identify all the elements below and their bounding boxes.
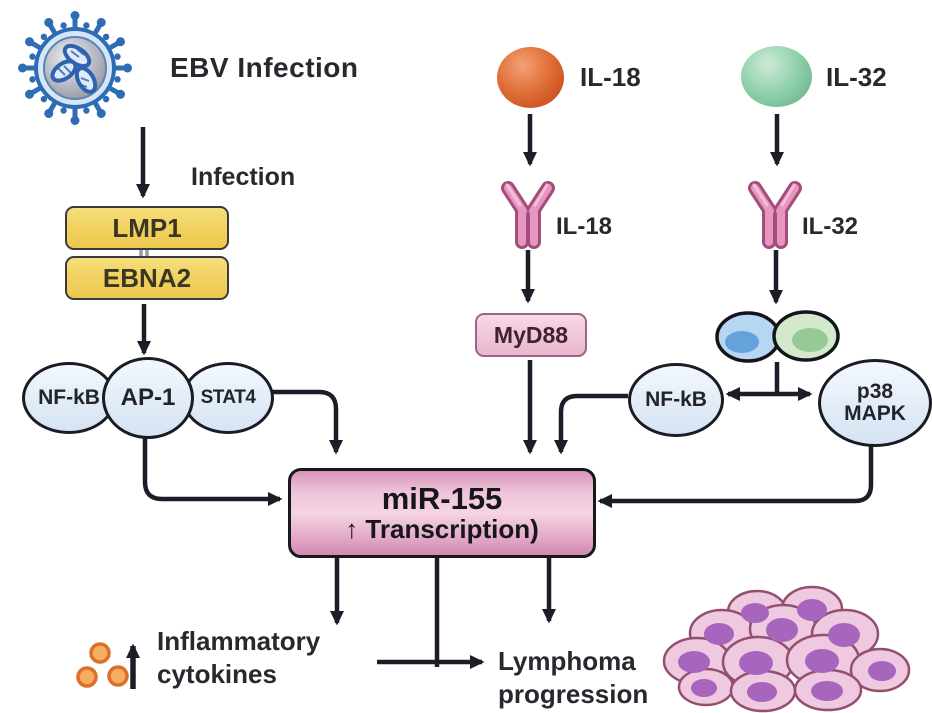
stat4-node: STAT4 (182, 362, 274, 434)
p38-line1: p38 (856, 379, 894, 403)
cell-pair-icon (715, 310, 840, 363)
p38-line2: MAPK (844, 402, 906, 425)
il32-receptor-icon (754, 185, 795, 242)
arrow-ap1-to-hub (142, 433, 283, 506)
nfkb-left-node: NF-kB (22, 362, 116, 434)
mir155-hub-node: miR-155 ↑ Transcription) (288, 468, 596, 558)
nfkb-right-node: NF-kB (628, 363, 724, 437)
inflammatory-line2: cytokines (157, 658, 277, 689)
p38-mapk-node: p38 MAPK (818, 359, 932, 447)
cytokine-dots-icon (76, 642, 129, 688)
mir155-title: miR-155 (381, 481, 503, 517)
il18-ligand-icon (497, 47, 564, 108)
lmp1-node: LMP1 (65, 206, 229, 250)
il18-receptor-icon (507, 185, 548, 242)
tumor-cell-cluster-icon (662, 585, 911, 713)
ebv-infection-title: EBV Infection (170, 52, 359, 83)
arrow-nfkb-to-hub (554, 393, 628, 455)
pathway-arrows (136, 114, 874, 669)
myd88-node: MyD88 (475, 313, 587, 357)
lymphoma-progression-label: Lymphoma progression (498, 645, 648, 711)
inflammatory-line1: Inflammatory (157, 626, 321, 656)
arrow-p38-to-hub (597, 442, 874, 508)
il32-ligand-icon (741, 46, 812, 107)
arrow-stat4-to-hub (269, 389, 343, 455)
mir155-subtitle: ↑ Transcription) (345, 514, 539, 545)
il32-receptor-label: IL-32 (802, 213, 859, 240)
ebna2-node: EBNA2 (65, 256, 229, 300)
infection-arrow-label: Infection (191, 163, 296, 191)
ebv-virus-icon (18, 11, 132, 125)
il18-receptor-label: IL-18 (556, 213, 613, 240)
il18-ligand-label: IL-18 (580, 62, 641, 92)
inflammatory-cytokines-label: Inflammatory cytokines (157, 625, 320, 691)
ap1-node: AP-1 (102, 357, 194, 439)
lymphoma-line1: Lymphoma (498, 646, 636, 676)
lymphoma-line2: progression (498, 678, 649, 709)
il32-ligand-label: IL-32 (826, 62, 887, 92)
